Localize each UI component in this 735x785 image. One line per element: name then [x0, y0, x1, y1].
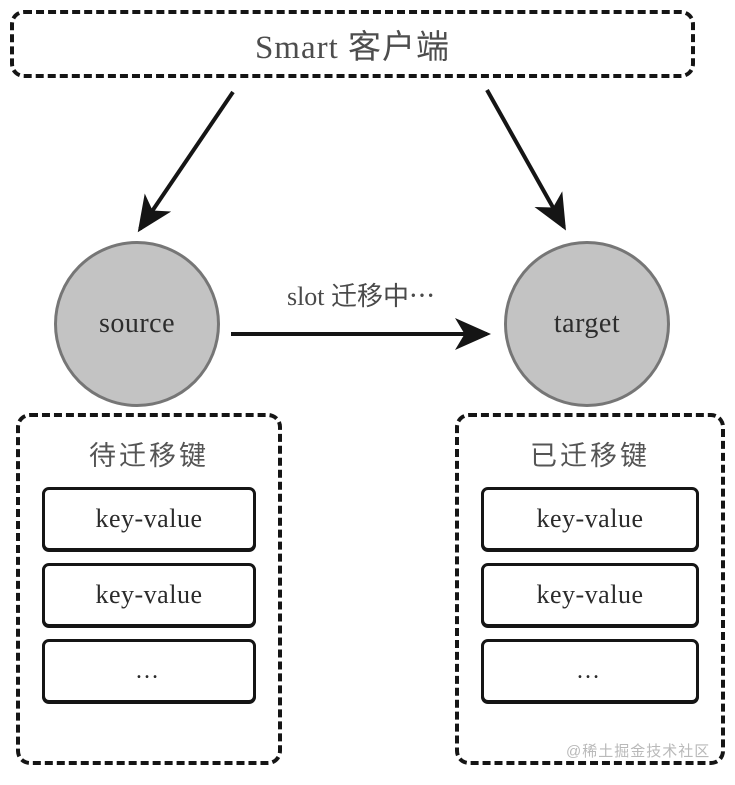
- arrow-client-to-target: [485, 89, 566, 231]
- group-migrated-keys-title: 已迁移键: [530, 441, 650, 471]
- key-value-item-ellipsis: …: [481, 639, 699, 703]
- watermark: @稀土掘金技术社区: [566, 743, 711, 760]
- node-source: source: [54, 241, 220, 407]
- key-value-item: key-value: [42, 563, 256, 627]
- group-migrated-keys: 已迁移键 key-value key-value …: [455, 413, 725, 765]
- slot-migration-label: slot 迁移中⋯: [286, 282, 436, 311]
- node-target: target: [504, 241, 670, 407]
- key-value-item: key-value: [481, 563, 699, 627]
- key-value-item: key-value: [481, 487, 699, 551]
- arrow-client-to-source: [137, 90, 235, 233]
- node-source-label: source: [98, 308, 176, 339]
- pending-key-list: key-value key-value …: [42, 487, 256, 703]
- node-target-label: target: [553, 308, 621, 339]
- key-value-item-ellipsis: …: [42, 639, 256, 703]
- key-value-item: key-value: [42, 487, 256, 551]
- group-pending-keys-title: 待迁移键: [89, 441, 209, 471]
- smart-client-box: Smart 客户端: [10, 10, 695, 78]
- migrated-key-list: key-value key-value …: [481, 487, 699, 703]
- smart-client-title: Smart 客户端: [254, 30, 451, 66]
- group-pending-keys: 待迁移键 key-value key-value …: [16, 413, 282, 765]
